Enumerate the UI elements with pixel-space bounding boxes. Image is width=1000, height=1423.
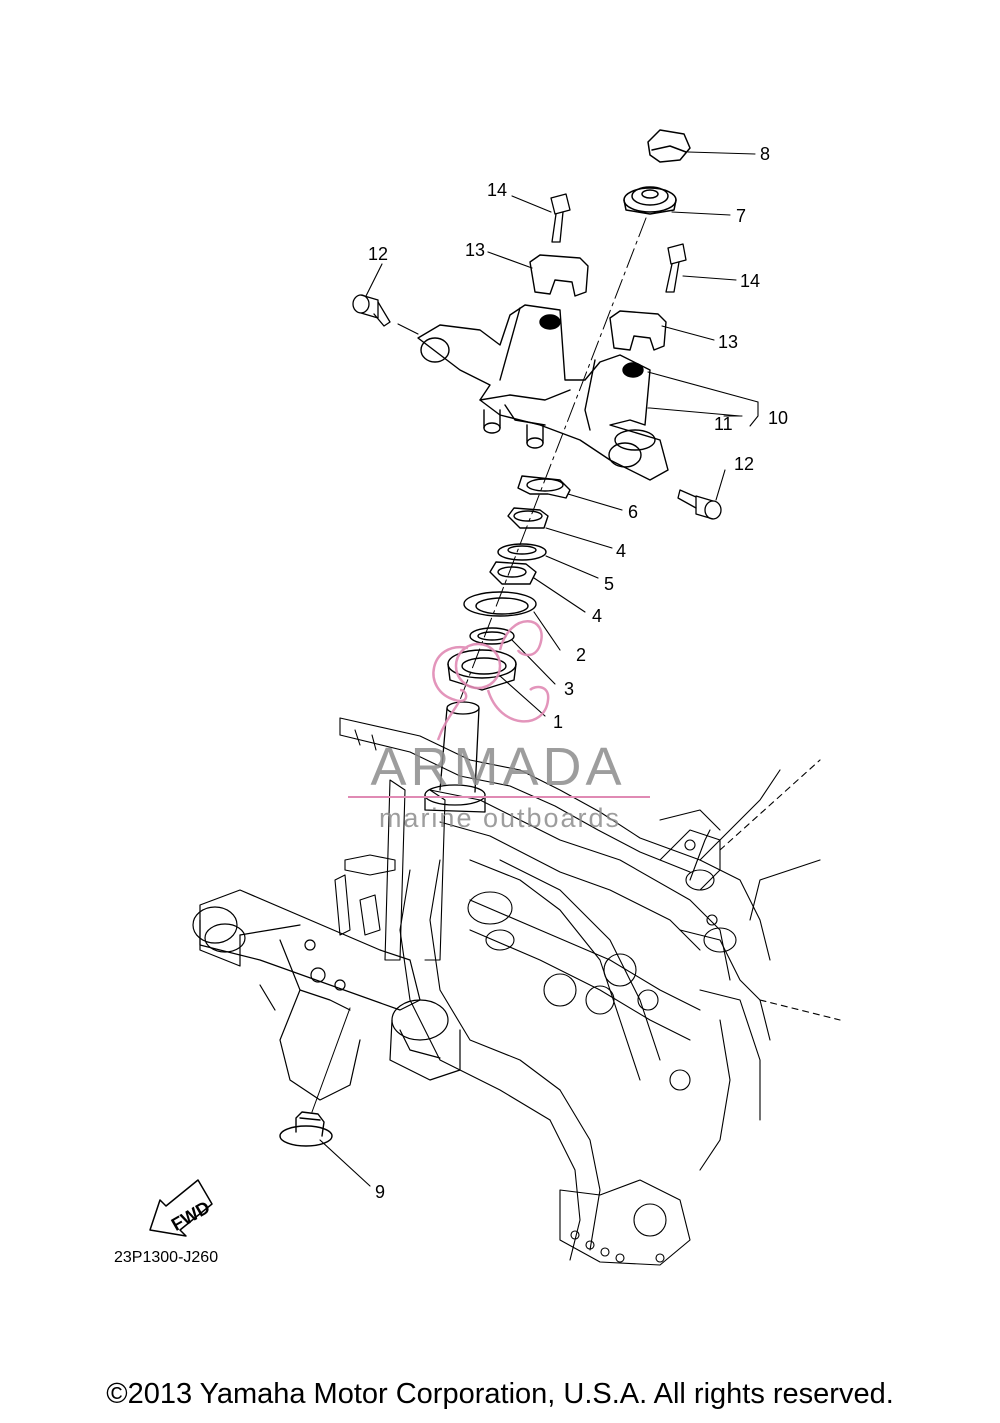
callout-7[interactable]: 7 [736,206,746,226]
callout-4-upper[interactable]: 4 [616,541,626,561]
frame-drawing [334,717,841,1266]
callout-10[interactable]: 10 [768,408,788,428]
callout-3[interactable]: 3 [564,679,574,699]
ring-nut-4-upper-drawing [507,507,549,529]
fwd-arrow-icon [149,1179,213,1237]
under-bracket-drawing [192,889,461,1101]
copyright-notice: ©2013 Yamaha Motor Corporation, U.S.A. A… [106,1378,894,1410]
callout-14-upper[interactable]: 14 [487,180,507,200]
leader-lines [319,151,759,1187]
fwd-label: FWD [168,1197,213,1235]
callout-13-upper[interactable]: 13 [465,240,485,260]
steering-axis-line [459,217,647,701]
handle-holder-13-drawing [529,254,667,351]
seal-2-drawing [463,591,537,617]
watermark-brand: ARMADA [370,737,625,797]
bolt-14-drawing [550,193,687,293]
callout-14-right[interactable]: 14 [740,271,760,291]
ring-nut-6-drawing [517,475,571,499]
nut-7-drawing [623,186,677,215]
bolt-12-drawing [352,294,722,520]
callout-6[interactable]: 6 [628,502,638,522]
callout-5[interactable]: 5 [604,574,614,594]
watermark: ARMADA marine outboards [348,620,650,833]
cap-9-drawing [279,1111,333,1147]
bearing-1-drawing [447,649,517,691]
callout-8[interactable]: 8 [760,144,770,164]
callout-13-right[interactable]: 13 [718,332,738,352]
bearing-3-drawing [469,627,515,645]
lower-axis-line [311,1007,351,1113]
callout-12-left[interactable]: 12 [368,244,388,264]
watermark-logo-icon [432,620,550,741]
callout-12-right[interactable]: 12 [734,454,754,474]
upper-bracket-drawing [417,304,669,481]
callout-9[interactable]: 9 [375,1182,385,1202]
washer-5-drawing [497,543,547,561]
callout-11[interactable]: 11 [714,414,733,434]
ring-nut-4-lower-drawing [489,561,537,585]
cap-8-drawing [647,129,691,163]
watermark-tagline: marine outboards [379,803,621,833]
callout-4-lower[interactable]: 4 [592,606,602,626]
callout-2[interactable]: 2 [576,645,586,665]
callout-1[interactable]: 1 [553,712,563,732]
diagram-code: 23P1300-J260 [114,1249,218,1266]
